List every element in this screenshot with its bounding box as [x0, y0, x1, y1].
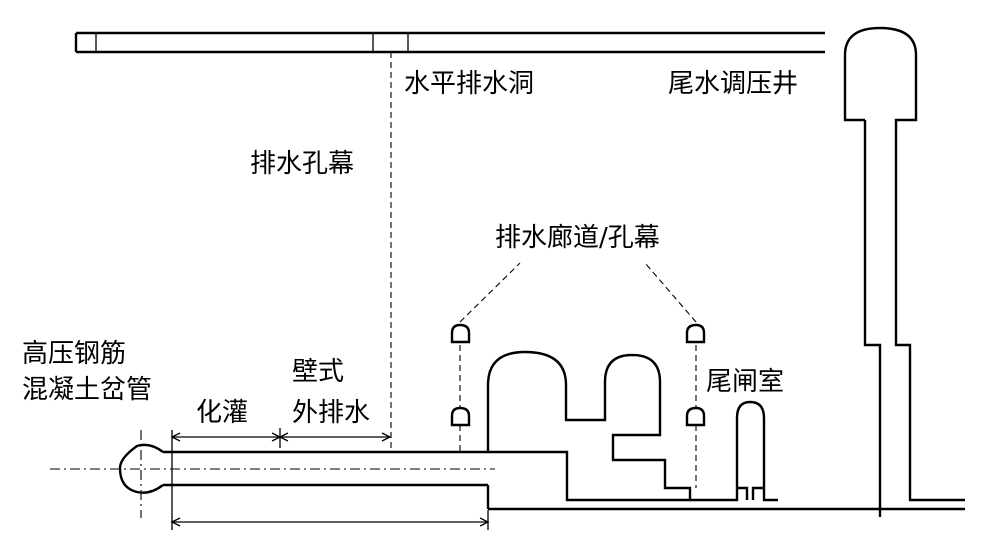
label-tailrace-surge-tank: 尾水调压井	[668, 69, 798, 99]
label-penstock-line2: 混凝土岔管	[22, 375, 152, 405]
penstock-bifurcation	[118, 443, 164, 494]
drainage-gallery-left	[450, 262, 521, 452]
label-drainage-gallery-curtain: 排水廊道/孔幕	[495, 223, 660, 253]
label-tail-gate-chamber: 尾闸室	[706, 367, 784, 397]
label-drainage-curtain: 排水孔幕	[250, 149, 354, 179]
tail-gate-chamber	[690, 400, 778, 502]
main-tunnel	[163, 450, 965, 511]
tailrace-surge-tank	[843, 26, 965, 502]
label-chemical-grouting: 化灌	[196, 398, 248, 428]
chemical-grouting-extent-arrow	[170, 428, 282, 530]
wall-drainage-extent-arrow	[278, 432, 392, 442]
drainage-gallery-right	[644, 262, 706, 488]
label-horizontal-drainage-tunnel: 水平排水洞	[404, 69, 534, 99]
horizontal-drainage-tunnel	[74, 31, 825, 54]
label-penstock-line1: 高压钢筋	[22, 339, 126, 369]
label-wall-drain-line2: 外排水	[292, 398, 370, 428]
total-extent-arrow	[170, 510, 490, 530]
powerhouse-cavern	[486, 350, 692, 502]
label-wall-drain-line1: 壁式	[292, 357, 344, 387]
